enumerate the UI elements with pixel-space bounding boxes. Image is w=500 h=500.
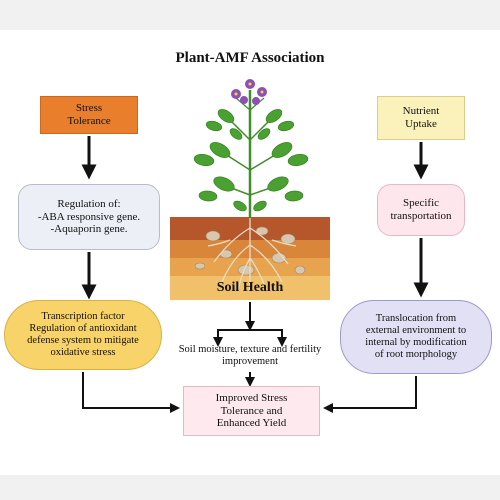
plant-icon — [221, 90, 281, 218]
stress-tolerance-box: Stress Tolerance — [40, 96, 138, 134]
translocation-box: Translocation from external environment … — [340, 300, 492, 374]
specific-transportation-box: Specific transportation — [377, 184, 465, 236]
soil-health-label: Soil Health — [216, 280, 284, 295]
flow-arrows — [81, 136, 429, 413]
diagram-title: Plant-AMF Association — [175, 50, 325, 66]
improved-yield-box: Improved Stress Tolerance and Enhanced Y… — [183, 386, 320, 436]
transcription-factor-box: Transcription factor Regulation of antio… — [4, 300, 162, 370]
root-icon — [207, 218, 297, 291]
soil-effects-label: Soil moisture, texture and fertility imp… — [178, 344, 322, 368]
arrow-right-icon — [82, 372, 180, 413]
arrow-left-icon — [323, 376, 417, 413]
flower-icon — [231, 79, 267, 105]
nutrient-uptake-box: Nutrient Uptake — [377, 96, 465, 140]
arrow-split — [217, 329, 283, 340]
regulation-box: Regulation of: -ABA responsive gene. -Aq… — [18, 184, 160, 250]
leaf-icon — [193, 109, 309, 212]
